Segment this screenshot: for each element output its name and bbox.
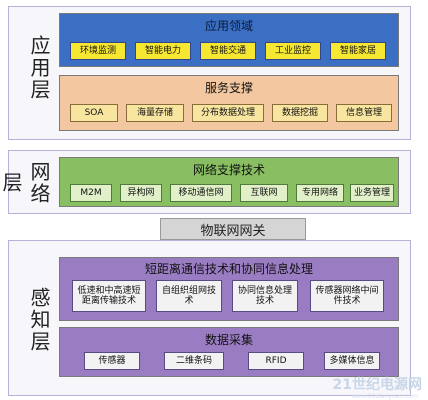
application-domains-panel: 应用领域 环境监测 智能电力 智能交通 工业监控 智能家居 [59, 13, 399, 67]
network-layer-label: 网络层 [0, 161, 51, 205]
perception-layer: 感知层 短距离通信技术和协同信息处理 低速和中高速短距离传输技术 自组织组网技术… [8, 240, 411, 396]
network-item: 互联网 [240, 184, 288, 202]
network-item: 异构网 [120, 184, 162, 202]
network-item: M2M [70, 184, 112, 202]
network-item: 专用网络 [296, 184, 344, 202]
network-support-title: 网络支撑技术 [192, 163, 265, 177]
collection-item: 传感器 [84, 352, 140, 370]
short-range-panel: 短距离通信技术和协同信息处理 低速和中高速短距离传输技术 自组织组网技术 协同信… [59, 257, 399, 321]
application-layer: 应用层 应用领域 环境监测 智能电力 智能交通 工业监控 智能家居 服务支撑 S… [8, 6, 411, 140]
service-item: 信息管理 [336, 104, 392, 122]
watermark-logo: 21世纪电源网 [332, 377, 422, 393]
network-layer: 网络层 网络支撑技术 M2M 异构网 移动通信网 互联网 专用网络 业务管理 [0, 150, 411, 214]
network-item: 移动通信网 [170, 184, 232, 202]
short-range-item: 传感器网络中间件技术 [310, 280, 384, 312]
data-collection-panel: 数据采集 传感器 二维条码 RFID 多媒体信息 [59, 327, 399, 377]
service-support-panel: 服务支撑 SOA 海量存储 分布数据处理 数据挖掘 信息管理 [59, 75, 399, 131]
domain-item: 环境监测 [70, 42, 126, 60]
short-range-item: 低速和中高速短距离传输技术 [72, 280, 146, 312]
service-item: 数据挖掘 [272, 104, 328, 122]
network-support-panel: 网络支撑技术 M2M 异构网 移动通信网 互联网 专用网络 业务管理 [59, 157, 399, 207]
short-range-item: 协同信息处理技术 [232, 280, 298, 312]
collection-item: 多媒体信息 [324, 352, 380, 370]
perception-layer-label: 感知层 [27, 287, 51, 353]
application-domains-title: 应用领域 [204, 19, 253, 33]
network-item: 业务管理 [350, 184, 394, 202]
short-range-item: 自组织组网技术 [156, 280, 222, 312]
service-item: SOA [70, 104, 118, 122]
domain-item: 智能交通 [200, 42, 256, 60]
watermark-url: www.21dianyuan.com [351, 393, 418, 400]
collection-item: RFID [248, 352, 304, 370]
domain-item: 工业监控 [265, 42, 321, 60]
iot-gateway: 物联网网关 [160, 218, 306, 240]
short-range-title: 短距离通信技术和协同信息处理 [144, 262, 313, 276]
service-item: 海量存储 [126, 104, 184, 122]
domain-item: 智能电力 [135, 42, 191, 60]
service-support-title: 服务支撑 [204, 81, 253, 95]
collection-item: 二维条码 [164, 352, 224, 370]
domain-item: 智能家居 [330, 42, 386, 60]
data-collection-title: 数据采集 [204, 333, 253, 347]
service-item: 分布数据处理 [192, 104, 264, 122]
application-layer-label: 应用层 [27, 35, 51, 101]
